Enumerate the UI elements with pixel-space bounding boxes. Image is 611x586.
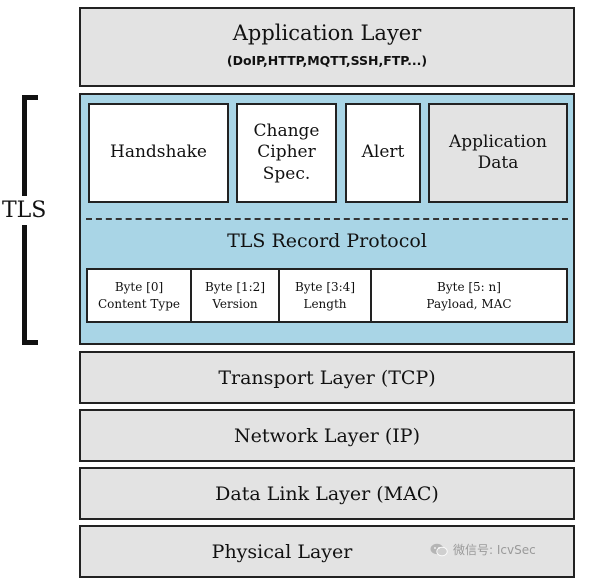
record-field-version: Byte [1:2] Version — [190, 268, 280, 323]
network-layer-box: Network Layer (IP) — [79, 409, 575, 462]
record-field-name: Payload, MAC — [426, 296, 512, 311]
application-data-box: Application Data — [428, 103, 568, 203]
physical-layer-label: Physical Layer — [211, 540, 353, 563]
watermark-text: 微信号: IcvSec — [453, 543, 536, 557]
change-cipher-spec-box: Change Cipher Spec. — [236, 103, 337, 203]
record-field-name: Content Type — [98, 296, 180, 311]
record-field-name: Version — [212, 296, 258, 311]
record-field-name: Length — [303, 296, 347, 311]
handshake-box: Handshake — [88, 103, 229, 203]
physical-layer-box: Physical Layer — [79, 525, 575, 578]
record-field-length: Byte [3:4] Length — [278, 268, 372, 323]
record-field-payload-mac: Byte [5: n] Payload, MAC — [370, 268, 568, 323]
application-layer-protocols: (DoIP,HTTP,MQTT,SSH,FTP...) — [226, 52, 428, 68]
wechat-icon — [430, 543, 448, 556]
transport-layer-box: Transport Layer (TCP) — [79, 351, 575, 404]
dashed-separator — [86, 218, 568, 220]
application-layer-box: Application Layer (DoIP,HTTP,MQTT,SSH,FT… — [79, 7, 575, 87]
record-field-content-type: Byte [0] Content Type — [86, 268, 192, 323]
datalink-layer-box: Data Link Layer (MAC) — [79, 467, 575, 520]
watermark: 微信号: IcvSec — [430, 541, 536, 558]
record-field-byte: Byte [5: n] — [437, 280, 501, 295]
record-protocol-title: TLS Record Protocol — [227, 230, 427, 252]
alert-box: Alert — [345, 103, 421, 203]
record-field-byte: Byte [1:2] — [204, 280, 265, 295]
record-field-byte: Byte [3:4] — [294, 280, 355, 295]
tls-label: TLS — [0, 196, 49, 225]
record-field-byte: Byte [0] — [114, 280, 164, 295]
application-layer-title: Application Layer — [232, 20, 422, 45]
